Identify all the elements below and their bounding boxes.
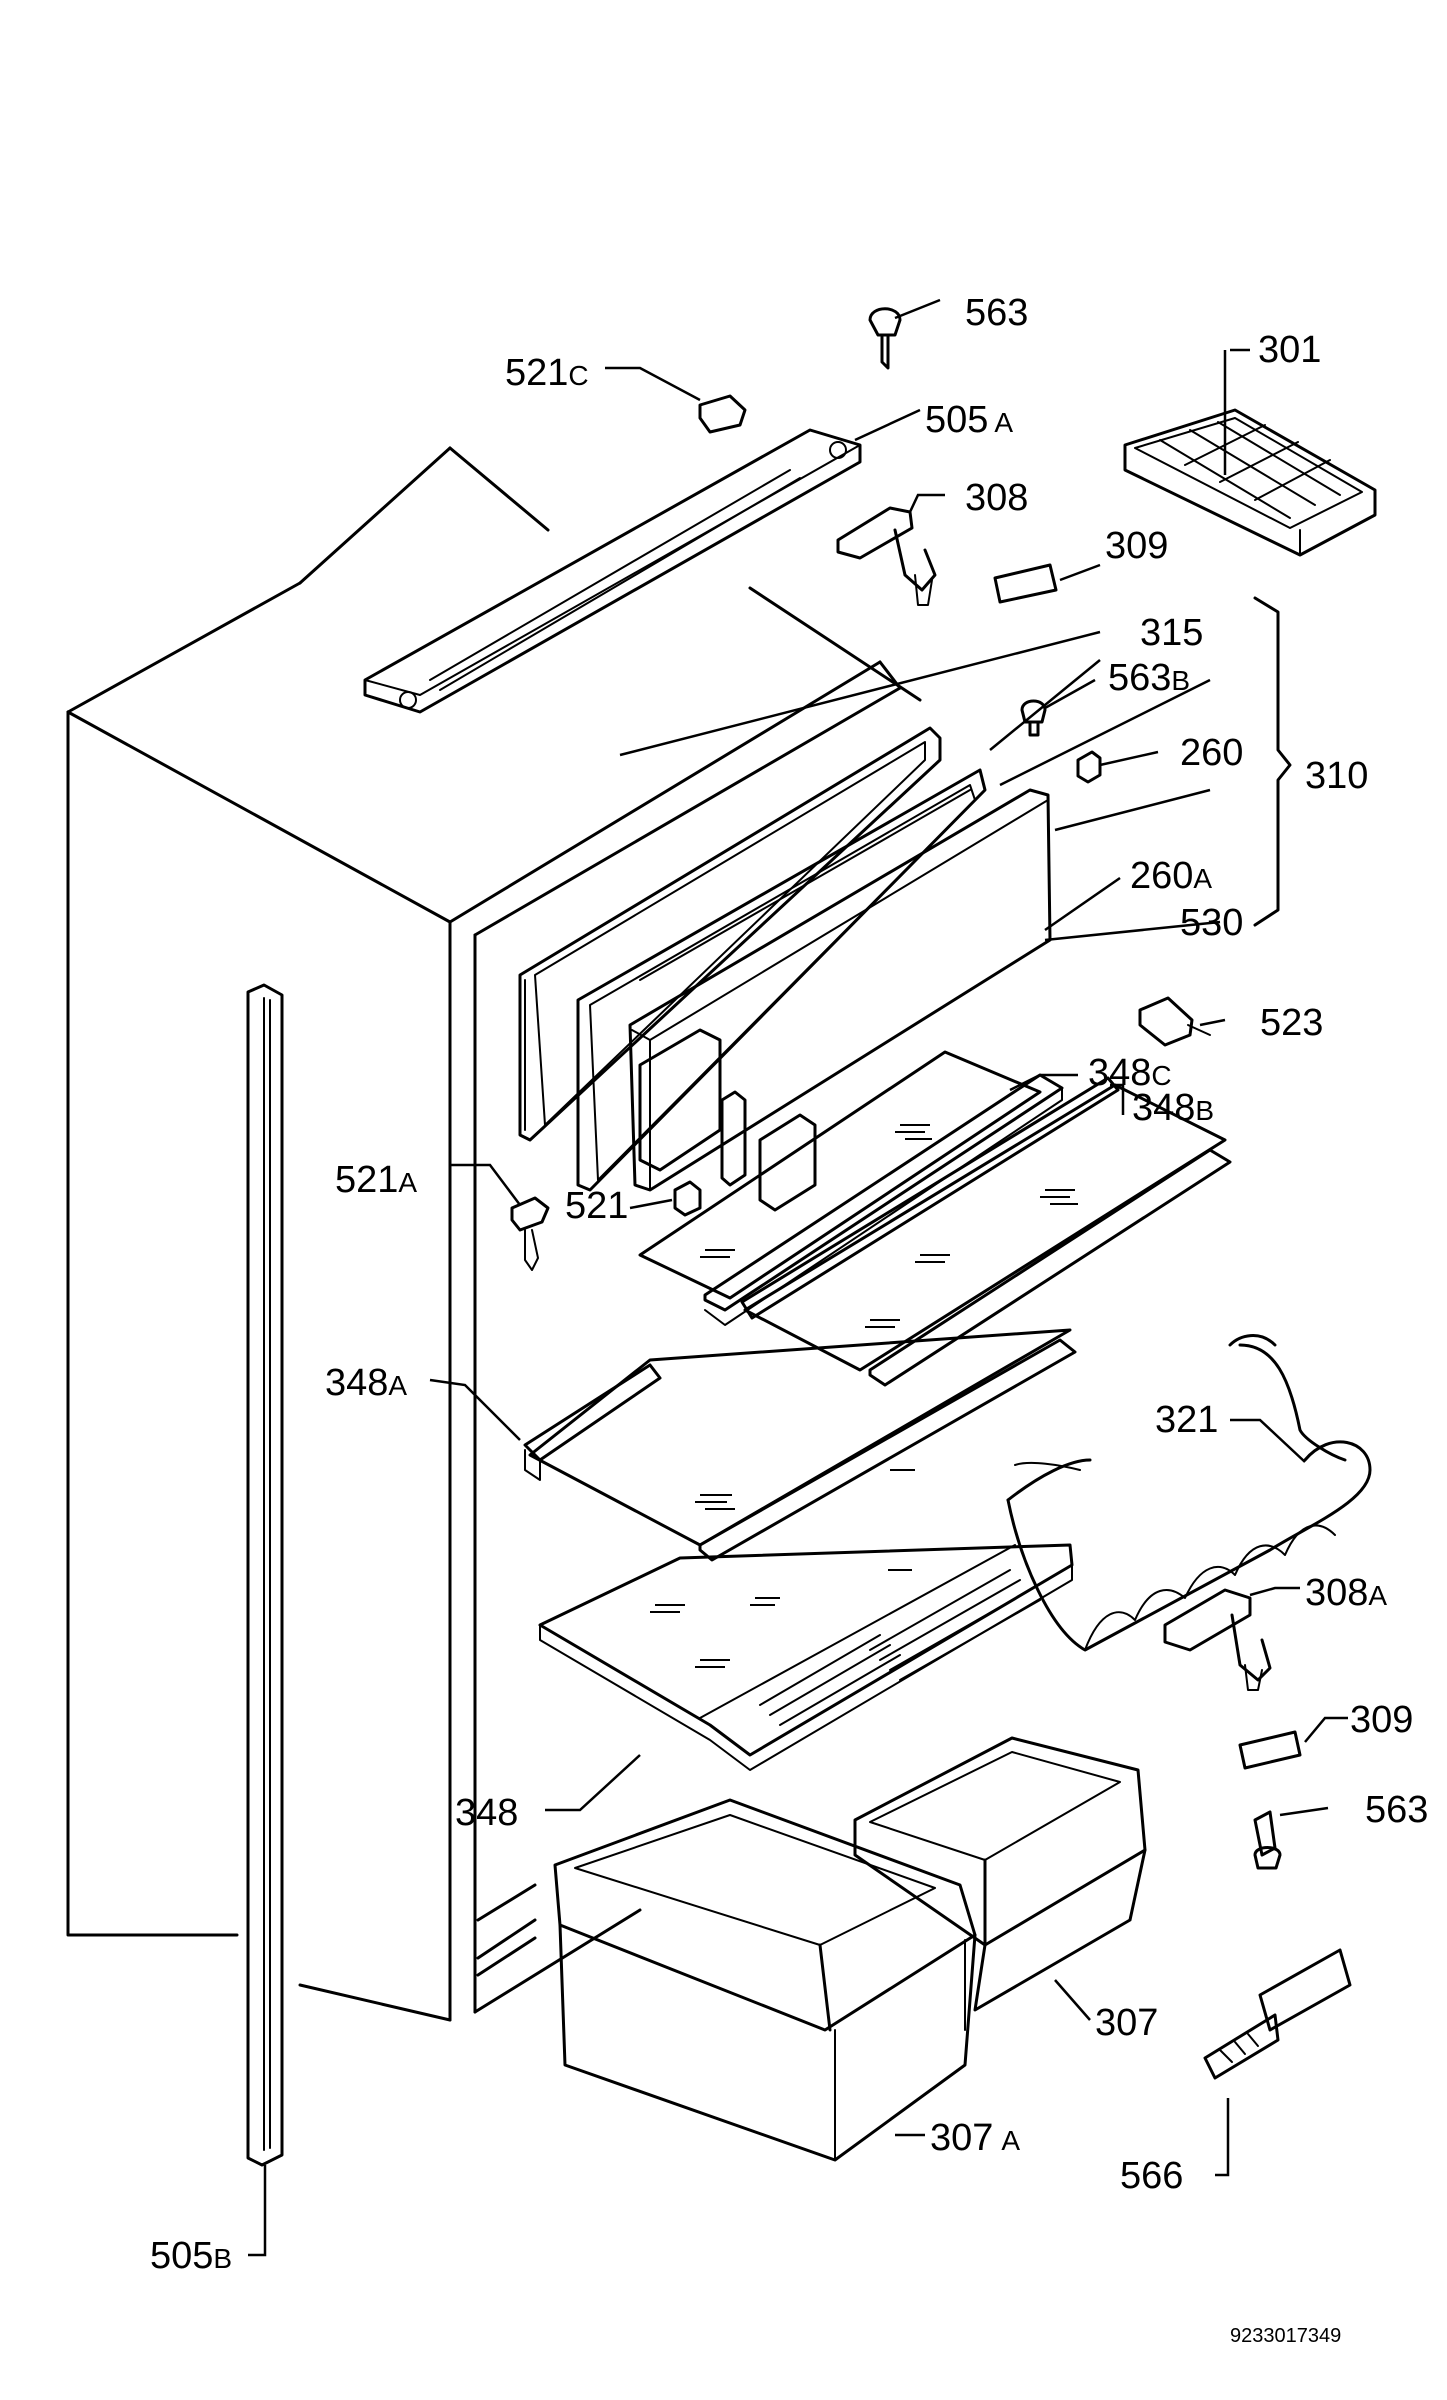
part-309-label-top [993, 563, 1058, 604]
part-321-bottle-rack [1006, 1334, 1372, 1652]
part-301-ice-tray [1123, 408, 1377, 557]
label-308: 308 [965, 477, 1028, 519]
part-563-top-screw [868, 307, 902, 370]
part-521a-latch [510, 1196, 550, 1271]
label-521c: 521C [505, 352, 589, 394]
part-348c-glass-shelf [638, 1050, 1064, 1326]
label-308a: 308A [1305, 1572, 1387, 1614]
label-260: 260 [1180, 732, 1243, 774]
label-260a: 260A [1130, 855, 1212, 897]
label-307: 307 [1095, 2002, 1158, 2044]
part-348-crisper-cover [538, 1543, 1074, 1771]
part-260-clip [1076, 750, 1102, 784]
part-260a-freezer-door-frame [576, 768, 987, 1192]
label-301: 301 [1258, 329, 1321, 371]
label-321: 321 [1155, 1399, 1218, 1441]
document-code: 9233017349 [1230, 2325, 1341, 2347]
part-348a-glass-shelf [523, 1328, 1077, 1562]
part-505a-top-rail [363, 428, 862, 714]
part-307a-crisper-drawer-large [553, 1798, 977, 2162]
part-563b-screw [1020, 699, 1047, 737]
label-563-bottom: 563 [1365, 1789, 1428, 1831]
part-505b-trim-strip [246, 983, 284, 2167]
part-523-lamp-holder [1138, 996, 1211, 1047]
label-348b: 348B [1132, 1087, 1214, 1129]
label-309-bottom: 309 [1350, 1699, 1413, 1741]
label-505b: 505B [150, 2235, 232, 2277]
part-521c-cap [698, 394, 747, 434]
part-521-stopper [673, 1180, 702, 1217]
part-309-label-bottom [1238, 1730, 1302, 1770]
part-310-group-bracket [1253, 596, 1292, 927]
label-348: 348 [455, 1792, 518, 1834]
label-530: 530 [1180, 902, 1243, 944]
part-566-ice-scraper [1203, 1948, 1352, 2080]
part-348b-glass-shelf [740, 1076, 1232, 1387]
label-521a: 521A [335, 1159, 417, 1201]
label-348c: 348C [1088, 1052, 1172, 1094]
label-563b: 563B [1108, 657, 1190, 699]
leader-lines [248, 298, 1348, 2257]
label-309-top: 309 [1105, 525, 1168, 567]
part-315-freezer-door-gasket [518, 726, 942, 1142]
label-523: 523 [1260, 1002, 1323, 1044]
label-348a: 348A [325, 1362, 407, 1404]
part-door-hinge-bracket [720, 1090, 817, 1212]
label-310: 310 [1305, 755, 1368, 797]
label-566: 566 [1120, 2155, 1183, 2197]
label-521: 521 [565, 1185, 628, 1227]
part-308-hinge-top [836, 506, 937, 606]
part-307-crisper-drawer-small [853, 1736, 1147, 2031]
part-308a-hinge-bottom [1163, 1588, 1272, 1691]
part-563-bottom-screw [1253, 1810, 1282, 1870]
label-563-top: 563 [965, 292, 1028, 334]
refrigerator-cabinet [66, 446, 922, 2022]
label-315: 315 [1140, 612, 1203, 654]
